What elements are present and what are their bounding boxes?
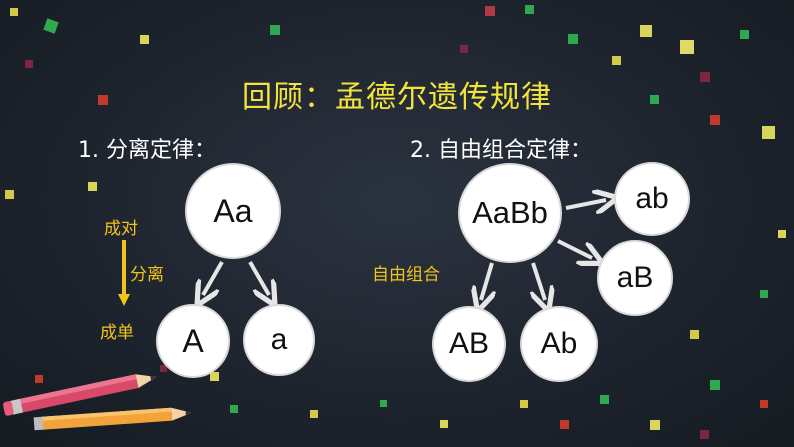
arrow-aa-to-a (248, 261, 269, 295)
section1-heading: 1. 分离定律： (78, 138, 216, 163)
parent-Aa-circle: Aa (185, 163, 281, 259)
gamete-Ab-circle: Ab (520, 306, 598, 382)
pencils-decoration (3, 374, 192, 431)
section2-heading: 2. 自由组合定律： (410, 138, 592, 163)
label-single: 成单 (100, 323, 134, 343)
label-free-combination: 自由组合 (372, 265, 440, 285)
gamete-ab-circle: ab (614, 162, 690, 236)
label-paired: 成对 (104, 219, 138, 239)
arrow-aabb-to-ab (565, 200, 606, 208)
label-separate: 分离 (130, 265, 164, 285)
gamete-AB-circle: AB (432, 306, 506, 382)
parent-AaBb-circle: AaBb (458, 163, 562, 263)
gamete-A-circle: A (156, 304, 230, 378)
arrow-aa-to-A (203, 261, 224, 295)
slide-title: 回顾：孟德尔遗传规律 (242, 80, 552, 115)
arrow-aabb-to-AB (481, 262, 492, 300)
gamete-aB-circle: aB (597, 240, 673, 316)
gamete-a-circle: a (243, 304, 315, 376)
arrow-aabb-to-Ab (533, 262, 545, 300)
arrow-aabb-to-aB (557, 239, 592, 258)
